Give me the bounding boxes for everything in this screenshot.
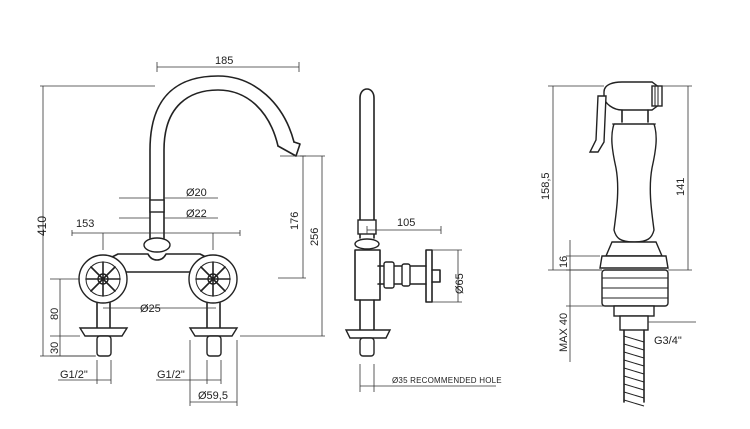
spout-inner [163, 89, 279, 239]
dim-leg-diameter: Ø25 [140, 303, 161, 315]
left-leg [96, 302, 111, 329]
handshower-handle [611, 123, 657, 243]
column-nut [143, 237, 171, 253]
right-leg [206, 302, 221, 329]
dim-handshower-nut: 16 [558, 256, 570, 268]
spout-outer [149, 75, 295, 239]
dim-spout-clearance: 176 [289, 212, 301, 230]
right-tail [206, 335, 222, 357]
left-tail [96, 335, 112, 357]
dim-hose-thread: G3/4" [654, 335, 682, 347]
handshower-view: 158,5 141 16 MAX 40 G3/4" [540, 81, 696, 407]
dim-handle-height: 80 [49, 308, 61, 320]
side-handle [425, 249, 433, 303]
front-view: 185 410 Ø20 Ø22 153 176 256 80 30 Ø25 G1… [35, 55, 325, 406]
dim-handshower-total: 158,5 [540, 172, 552, 200]
spout-tip [277, 141, 301, 157]
column-collar [149, 199, 165, 213]
dim-handshower-body: 141 [675, 178, 687, 196]
handshower-trigger [588, 95, 607, 153]
dim-base-diameter: Ø59,5 [198, 390, 228, 402]
side-view: 105 Ø65 Ø35 RECOMMENDED HOLE [344, 88, 502, 392]
dim-overall-height: 410 [35, 216, 49, 236]
dim-handshower-max: MAX 40 [558, 313, 570, 352]
dim-spout-diameter: Ø20 [186, 187, 207, 199]
dim-side-reach: 105 [397, 217, 415, 229]
dim-spout-height: 256 [309, 228, 321, 246]
dim-column-diameter: Ø22 [186, 208, 207, 220]
dim-thread-right: G1/2" [157, 369, 185, 381]
dim-spout-reach: 185 [215, 55, 233, 67]
dim-thread-left: G1/2" [60, 369, 88, 381]
dim-base-height: 30 [49, 342, 61, 354]
side-spout [359, 88, 375, 239]
dim-center-distance: 153 [76, 218, 94, 230]
dim-handle-diameter: Ø65 [454, 273, 466, 294]
dim-recommended-hole: Ø35 RECOMMENDED HOLE [392, 376, 502, 385]
